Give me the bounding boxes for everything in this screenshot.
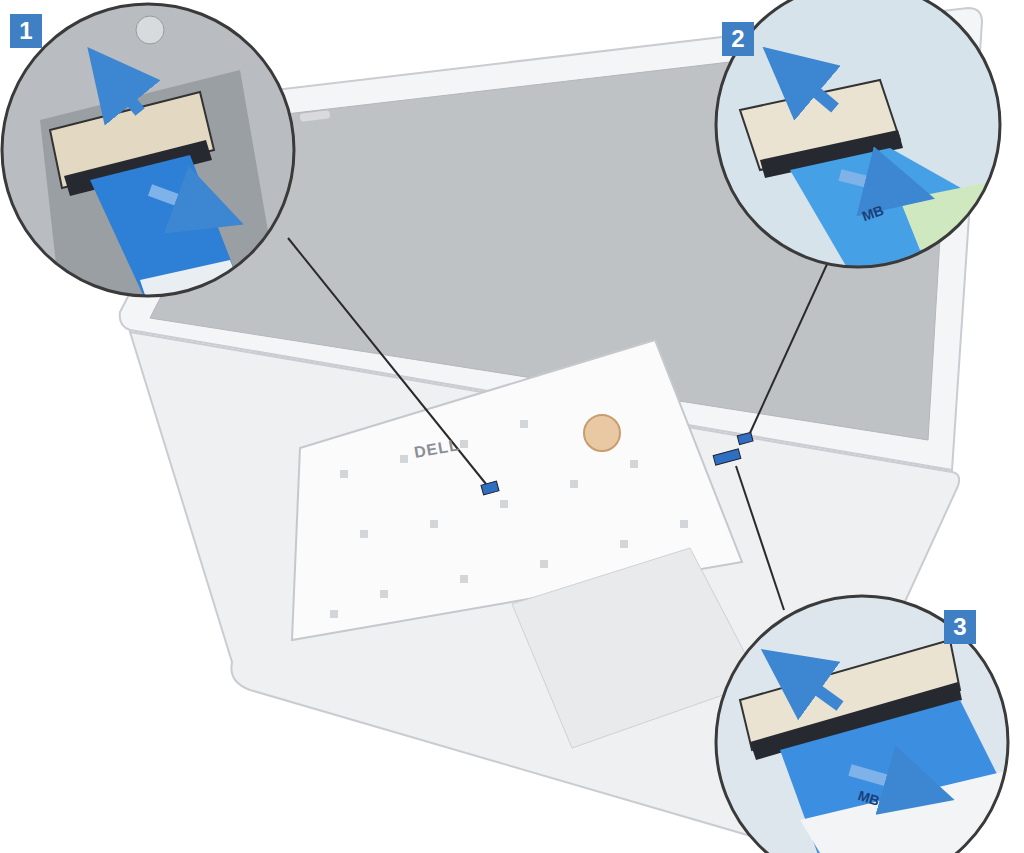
cable-marking: MB [856, 787, 882, 809]
callout-number: 1 [10, 14, 42, 48]
brand-logo: DELL [413, 436, 461, 462]
callout-number: 2 [722, 22, 754, 56]
callout-number: 3 [944, 610, 976, 644]
cable-marking: MB [860, 202, 886, 224]
